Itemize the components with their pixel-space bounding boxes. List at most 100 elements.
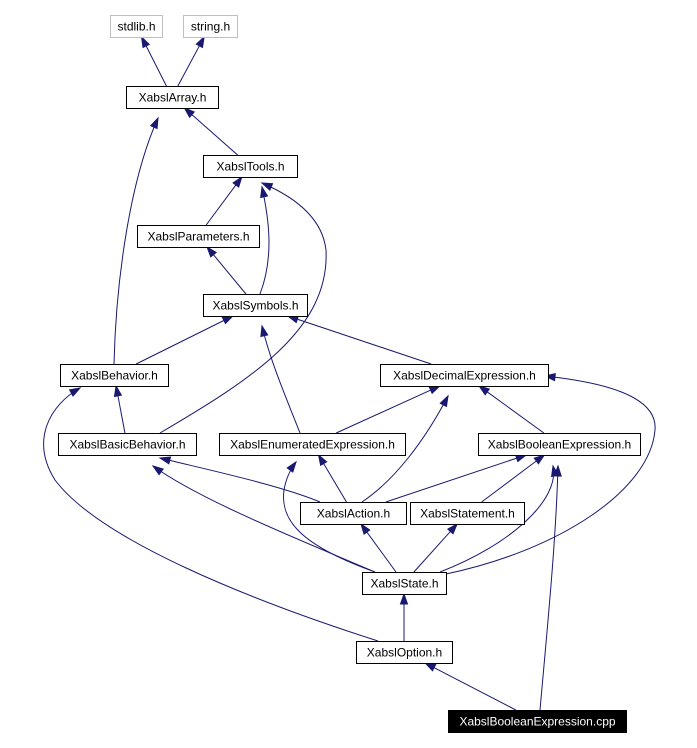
- node-enum[interactable]: XabslEnumeratedExpression.h: [219, 433, 406, 456]
- edge-state-to-decimal: [445, 372, 656, 575]
- node-params[interactable]: XabslParameters.h: [137, 225, 260, 248]
- edge-basic-to-behavior: [113, 384, 126, 434]
- node-label: XabslEnumeratedExpression.h: [230, 438, 395, 452]
- edge-line: [113, 117, 159, 365]
- nodes-layer: stdlib.h string.hXabslArray.hXabslTools.h…: [58, 15, 641, 733]
- edge-line: [365, 530, 397, 573]
- edge-line: [283, 461, 376, 573]
- edge-line: [361, 395, 449, 503]
- node-symbols[interactable]: XabslSymbols.h: [203, 294, 308, 317]
- edge-array-to-string: [177, 35, 205, 87]
- edge-root-to-boolean: [539, 464, 562, 711]
- node-box: [448, 710, 627, 733]
- edge-tools-to-array: [183, 106, 238, 156]
- arrowhead: [317, 453, 328, 467]
- arrowhead: [399, 592, 409, 605]
- node-label: XabslStatement.h: [420, 507, 515, 521]
- edge-array-to-stdlib: [140, 35, 167, 87]
- edge-state-to-action: [360, 522, 397, 573]
- arrowhead: [477, 385, 491, 396]
- node-option[interactable]: XabslOption.h: [356, 641, 453, 664]
- node-string: string.h: [183, 15, 238, 38]
- arrowhead: [206, 245, 218, 258]
- edge-line: [413, 530, 452, 573]
- node-array[interactable]: XabslArray.h: [126, 86, 219, 109]
- edge-boolean-to-decimal: [477, 385, 545, 434]
- arrowhead: [68, 387, 82, 397]
- node-box: [300, 502, 407, 525]
- node-box: [203, 294, 308, 317]
- edge-line: [336, 389, 432, 434]
- node-decimal[interactable]: XabslDecimalExpression.h: [380, 364, 549, 387]
- edge-line: [432, 666, 517, 711]
- node-label: XabslDecimalExpression.h: [393, 369, 536, 383]
- edge-line: [135, 319, 226, 365]
- node-root[interactable]: XabslBooleanExpression.cpp: [448, 710, 627, 733]
- arrowhead: [195, 35, 205, 49]
- arrowhead: [260, 185, 269, 199]
- node-box: [356, 641, 453, 664]
- edge-line: [296, 318, 432, 365]
- arrowhead: [140, 35, 151, 49]
- node-label: XabslState.h: [370, 577, 438, 591]
- edge-state-to-enum: [283, 460, 376, 573]
- node-label: XabslArray.h: [139, 91, 207, 105]
- edge-line: [439, 465, 555, 573]
- edge-decimal-to-symbols: [286, 315, 432, 365]
- edge-behavior-to-symbols: [135, 315, 235, 365]
- edge-line: [259, 186, 270, 295]
- node-box: [60, 364, 169, 387]
- edge-line: [152, 465, 376, 573]
- node-box: [126, 86, 219, 109]
- edge-symbols-to-tools: [259, 185, 270, 295]
- arrowhead: [446, 522, 459, 535]
- arrowhead: [232, 175, 243, 188]
- edge-enum-to-decimal: [336, 385, 442, 434]
- edge-option-to-behavior: [43, 387, 379, 642]
- arrowhead: [151, 465, 164, 476]
- edge-line: [43, 387, 379, 642]
- edge-line: [145, 44, 167, 87]
- node-boolean[interactable]: XabslBooleanExpression.h: [478, 433, 641, 456]
- node-statement[interactable]: XabslStatement.h: [410, 502, 525, 525]
- arrowhead: [221, 315, 235, 325]
- node-label: XabslSymbols.h: [212, 299, 298, 313]
- node-label: XabslBehavior.h: [71, 369, 158, 383]
- edge-line: [159, 182, 327, 434]
- node-label: string.h: [191, 20, 230, 34]
- edge-params-to-tools: [205, 175, 243, 226]
- node-label: XabslAction.h: [317, 507, 390, 521]
- arrowhead: [543, 372, 556, 382]
- edge-line: [212, 253, 247, 295]
- node-stdlib: stdlib.h: [110, 15, 163, 38]
- arrowhead: [553, 464, 562, 477]
- node-label: XabslBooleanExpression.cpp: [459, 715, 615, 729]
- edge-action-to-boolean: [385, 454, 528, 503]
- node-label: XabslBooleanExpression.h: [488, 438, 631, 452]
- arrowhead: [183, 106, 196, 119]
- node-behavior[interactable]: XabslBehavior.h: [60, 364, 169, 387]
- edge-action-to-enum: [317, 453, 347, 503]
- node-basic[interactable]: XabslBasicBehavior.h: [58, 433, 197, 456]
- node-box: [410, 502, 525, 525]
- edge-basic-to-tools: [159, 182, 327, 434]
- arrowhead: [286, 460, 297, 473]
- node-box: [183, 15, 238, 38]
- node-label: XabslOption.h: [367, 646, 442, 660]
- edge-symbols-to-params: [206, 245, 247, 295]
- node-box: [110, 15, 163, 38]
- node-state[interactable]: XabslState.h: [362, 572, 447, 595]
- arrowhead: [260, 324, 269, 338]
- arrowhead: [260, 182, 274, 192]
- node-label: XabslBasicBehavior.h: [69, 438, 185, 452]
- node-tools[interactable]: XabslTools.h: [203, 155, 298, 178]
- arrowhead: [113, 384, 123, 398]
- edge-option-to-state: [399, 592, 409, 641]
- edge-line: [205, 183, 237, 226]
- arrowhead: [428, 385, 442, 395]
- node-action[interactable]: XabslAction.h: [300, 502, 407, 525]
- node-label: XabslParameters.h: [147, 230, 249, 244]
- edge-line: [481, 460, 538, 503]
- edge-line: [486, 390, 545, 434]
